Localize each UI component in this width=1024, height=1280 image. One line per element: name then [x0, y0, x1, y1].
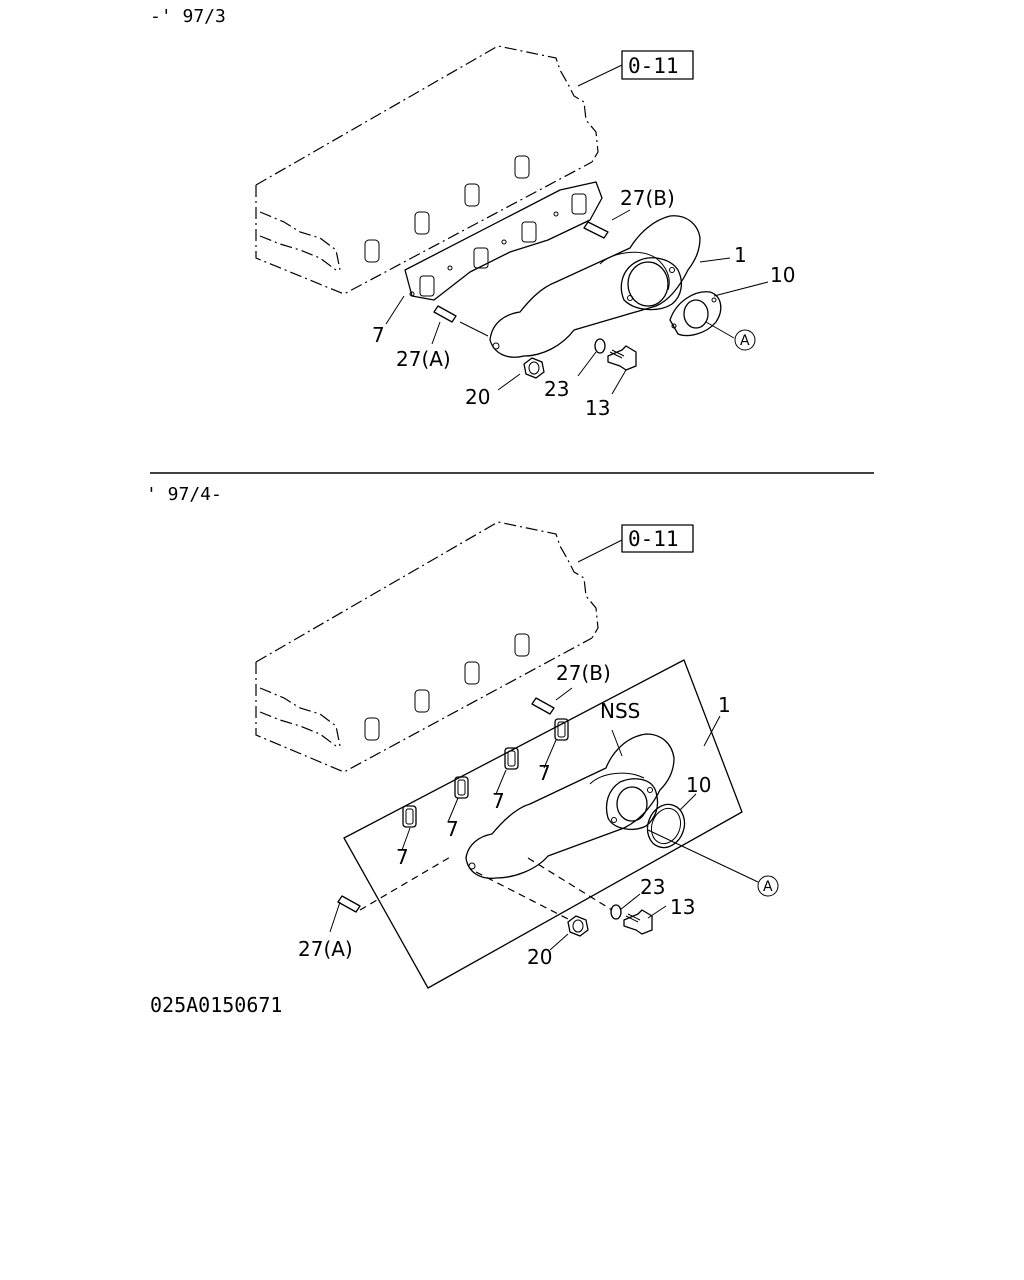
- top-label-washer: 23: [544, 377, 569, 401]
- top-label-nut: 20: [465, 385, 490, 409]
- top-ref-label: 0-11: [628, 54, 679, 78]
- bottom-label-stud-a: 27(A): [298, 937, 353, 961]
- top-label-stud-b: 27(B): [620, 186, 675, 210]
- top-marker-a-circle: [734, 329, 756, 351]
- bottom-ref-label: 0-11: [628, 527, 679, 551]
- top-stud-a: [433, 305, 457, 323]
- top-exhaust-manifold: [489, 215, 701, 358]
- bottom-ref-leader: [577, 539, 623, 563]
- bottom-marker-a: A: [763, 879, 773, 895]
- bottom-label-washer: 23: [640, 875, 665, 899]
- top-label-gasket: 7: [372, 323, 385, 347]
- bottom-label-gasket-2: 7: [446, 817, 459, 841]
- top-cylinder-head: [255, 45, 599, 295]
- bottom-stud-b: [531, 697, 555, 715]
- top-ref-leader: [577, 64, 623, 87]
- top-label-bolt: 13: [585, 396, 610, 420]
- top-head-port-2: [414, 211, 430, 235]
- bottom-marker-a-circle: [757, 875, 779, 897]
- bottom-washer: [610, 904, 622, 920]
- top-nut: [523, 357, 545, 379]
- bottom-stud-a: [337, 895, 361, 913]
- bottom-header: ' 97/4-: [146, 484, 222, 505]
- bottom-label-bolt: 13: [670, 895, 695, 919]
- bottom-label-gasket-4: 7: [538, 761, 551, 785]
- bottom-label-outlet-gasket: 10: [686, 773, 711, 797]
- bottom-label-manifold: 1: [718, 693, 731, 717]
- top-label-outlet-gasket: 10: [770, 263, 795, 287]
- top-label-manifold: 1: [734, 243, 747, 267]
- top-manifold-gasket: [404, 181, 603, 301]
- bottom-label-nut: 20: [527, 945, 552, 969]
- bottom-label-gasket-1: 7: [396, 845, 409, 869]
- bottom-outlet-gasket: [646, 803, 686, 849]
- bottom-dash-nut: [475, 871, 571, 921]
- bottom-label-nss: NSS: [600, 699, 640, 723]
- bottom-nss-frame: [343, 659, 743, 989]
- top-assembly: -' 97/3 0-11: [150, 6, 795, 420]
- bottom-label-gasket-3: 7: [492, 789, 505, 813]
- bottom-port-gaskets: [402, 718, 569, 828]
- figure-code: 025A0150671: [150, 993, 282, 1017]
- top-head-port-3: [464, 183, 480, 207]
- bottom-label-stud-b: 27(B): [556, 661, 611, 685]
- bottom-ref-box[interactable]: [621, 524, 694, 553]
- bottom-dash-washer: [527, 857, 613, 911]
- bottom-exhaust-manifold: [465, 733, 675, 879]
- top-stud-b: [583, 221, 609, 239]
- top-washer: [594, 338, 606, 354]
- bottom-assembly: ' 97/4- 0-11: [146, 484, 779, 989]
- bottom-dash-stud-a: [359, 855, 453, 911]
- bottom-nut: [567, 915, 589, 937]
- top-outlet-gasket: [669, 291, 722, 337]
- top-marker-a: A: [740, 333, 750, 349]
- top-head-port-1: [364, 239, 380, 263]
- bottom-bolt: [623, 909, 653, 935]
- top-header: -' 97/3: [150, 6, 226, 27]
- bottom-cylinder-head: [255, 521, 599, 773]
- top-label-stud-a: 27(A): [396, 347, 451, 371]
- top-bolt: [607, 345, 637, 371]
- top-head-port-4: [514, 155, 530, 179]
